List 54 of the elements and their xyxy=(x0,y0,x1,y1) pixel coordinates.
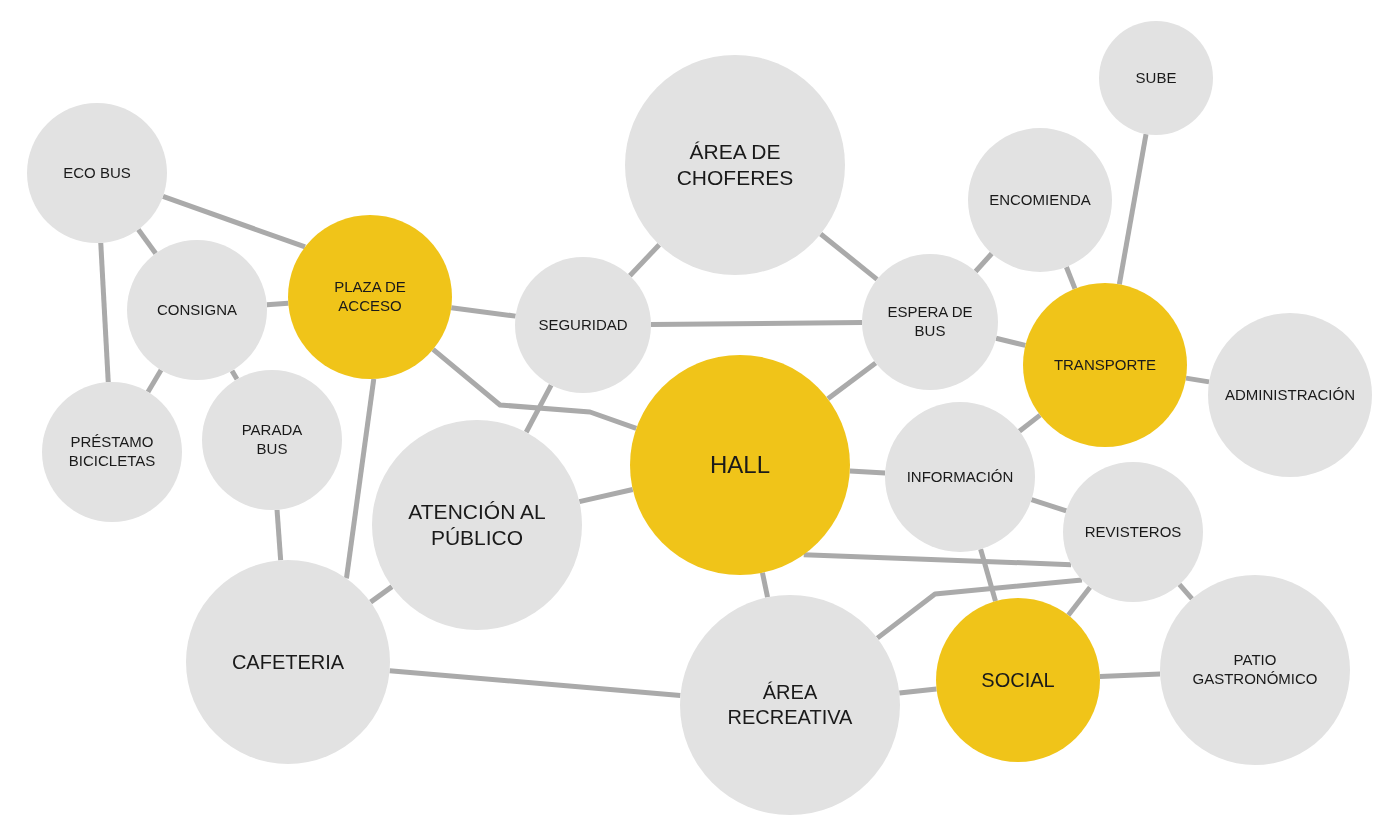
connector-line xyxy=(266,300,289,308)
connector-line xyxy=(760,572,770,598)
connector-line xyxy=(145,368,164,394)
connector-line xyxy=(98,242,111,383)
connector-line xyxy=(431,347,638,431)
connector-line xyxy=(995,335,1026,348)
space-label: SOCIAL xyxy=(980,667,1056,693)
space-label: ÁREA DE CHOFERES xyxy=(675,138,795,191)
connector-line xyxy=(389,668,681,699)
space-label: CONSIGNA xyxy=(156,300,238,320)
connector-line xyxy=(849,468,886,476)
connector-line xyxy=(343,378,377,579)
space-label: REVISTEROS xyxy=(1083,522,1183,542)
space-label: ÁREA RECREATIVA xyxy=(726,680,854,730)
space-label: ESPERA DE BUS xyxy=(886,303,974,341)
space-label: PLAZA DE ACCESO xyxy=(333,278,407,316)
connector-line xyxy=(1030,497,1068,514)
space-label: ENCOMIENDA xyxy=(988,190,1092,210)
connector-line xyxy=(274,509,284,561)
space-label: SUBE xyxy=(1134,68,1178,88)
connector-line xyxy=(229,369,240,381)
connector-line xyxy=(523,383,554,434)
space-label: CAFETERIA xyxy=(230,649,346,675)
connector-line xyxy=(369,584,394,605)
connector-line xyxy=(875,577,1083,641)
connector-line xyxy=(162,194,306,250)
connector-line xyxy=(1066,585,1093,617)
space-label: SEGURIDAD xyxy=(537,315,629,335)
space-label: ATENCIÓN AL PÚBLICO xyxy=(407,498,547,551)
space-label: ECO BUS xyxy=(62,163,132,183)
connector-line xyxy=(826,360,878,401)
connector-line xyxy=(628,243,662,278)
connector-line xyxy=(1099,671,1161,680)
connector-line xyxy=(1177,582,1194,601)
connector-line xyxy=(1017,413,1042,434)
space-label: PRÉSTAMO BICICLETAS xyxy=(67,433,157,471)
space-label: INFORMACIÓN xyxy=(905,467,1015,487)
connector-line xyxy=(819,232,879,282)
connector-line xyxy=(450,305,516,319)
space-label: PARADA BUS xyxy=(240,421,304,459)
space-label: TRANSPORTE xyxy=(1052,355,1158,375)
space-label: ADMINISTRACIÓN xyxy=(1224,385,1356,405)
space-label: HALL xyxy=(708,450,771,480)
connector-line xyxy=(1185,375,1210,385)
connector-line xyxy=(973,251,994,274)
connector-line xyxy=(803,552,1072,568)
connector-line xyxy=(136,228,158,255)
connector-line xyxy=(1116,133,1149,285)
connector-line xyxy=(1064,266,1078,290)
connector-line xyxy=(651,320,862,327)
space-label: PATIO GASTRONÓMICO xyxy=(1191,651,1319,689)
connector-line xyxy=(978,548,998,602)
connector-line xyxy=(578,487,634,505)
connector-line xyxy=(899,686,937,696)
